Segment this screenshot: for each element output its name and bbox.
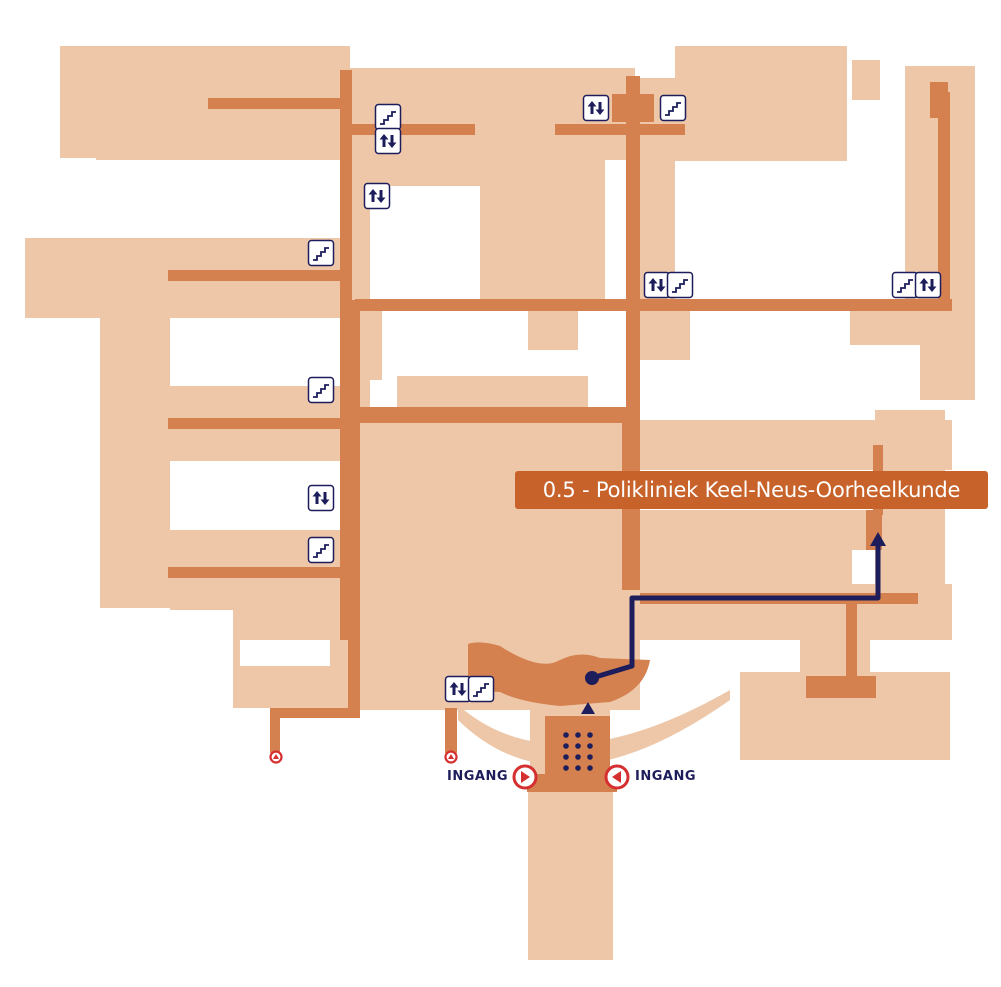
entrance-arrow-icon: [604, 764, 630, 790]
entrance-label-left: INGANG: [447, 769, 508, 784]
stairs-icon: [307, 376, 335, 404]
elevator-icon: [643, 271, 671, 299]
entrance-label-right: INGANG: [635, 769, 696, 784]
pedestrian-crossing-dots: [563, 732, 593, 771]
destination-label: 0.5 - Polikliniek Keel-Neus-Oorheelkunde: [515, 471, 988, 509]
corridor-center-north: [626, 76, 640, 416]
entrance-markers: [269, 750, 630, 790]
elevator-icon: [307, 484, 335, 512]
elevator-icon: [444, 675, 472, 703]
entrance-arrow-icon: [512, 764, 538, 790]
stairs-icon: [659, 94, 687, 122]
entrance-marker-icon: [444, 750, 458, 764]
stairs-icon: [891, 271, 919, 299]
elevator-icon: [582, 94, 610, 122]
entrance-marker-icon: [269, 750, 283, 764]
stairs-icon: [467, 675, 495, 703]
stairs-icon: [307, 536, 335, 564]
elevator-icon: [914, 271, 942, 299]
elevator-icon: [363, 182, 391, 210]
elevator-icon: [374, 127, 402, 155]
stairs-icon: [374, 103, 402, 131]
corridor-east-west: [355, 299, 952, 311]
stairs-icon: [666, 271, 694, 299]
stairs-icon: [307, 239, 335, 267]
route-path: [581, 532, 886, 714]
